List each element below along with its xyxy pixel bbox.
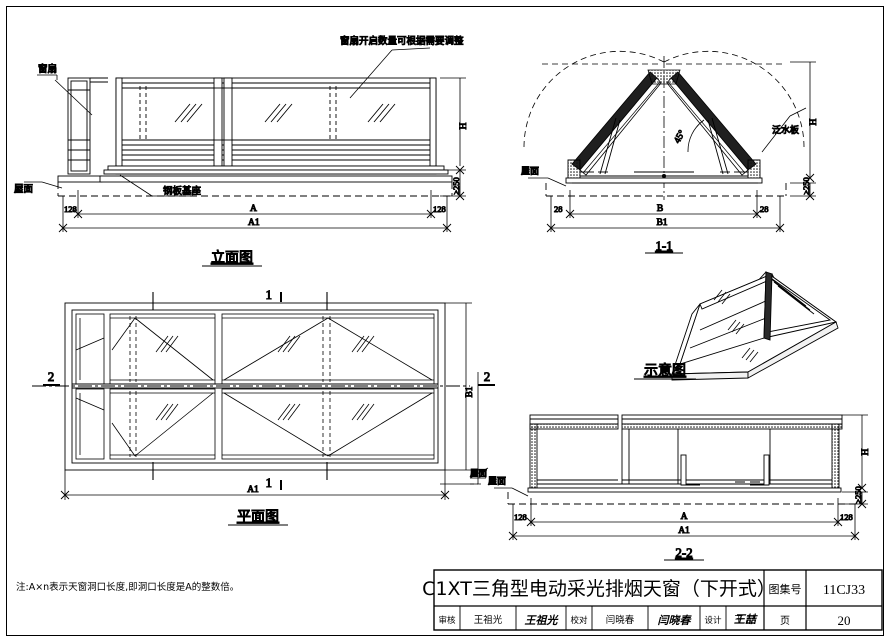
elevation-dim-a1: A1 [248, 218, 260, 228]
view-elevation: 窗扇开启数量可根据需要调整 窗扇 屋面 钢板基座 128 128 A A1 H … [14, 35, 470, 267]
plan-dim-a1: A1 [247, 485, 259, 495]
check-signature: 闫晓春 [658, 614, 693, 627]
section-curb [565, 159, 763, 184]
section-right-rafter [666, 71, 757, 176]
section-dimensions [546, 61, 816, 233]
elevation-label-sash: 窗扇 [38, 63, 57, 75]
elevation-dim-h: H [459, 122, 469, 129]
section-1-1-title: 1-1 [655, 238, 672, 253]
section-left-rafter [571, 71, 662, 176]
sheet-note: 注:A×n表示天窗洞口长度,即洞口长度是A的整数倍。 [16, 581, 239, 593]
plan-marker-1-bottom: 1 [266, 475, 273, 490]
elevation-leaders [24, 47, 431, 197]
elevation-steel-base [99, 165, 453, 183]
elevation-dim-left: 128 [64, 204, 77, 214]
elevation-title: 立面图 [211, 250, 253, 266]
section22-dim-250: ≥250 [853, 486, 863, 503]
section-label-flashing: 泛水板 [772, 124, 799, 136]
view-section-2-2: 屋面 128 128 A A1 H ≥250 2-2 [440, 372, 872, 561]
elevation-annotation-top: 窗扇开启数量可根据需要调整 [340, 35, 464, 47]
elevation-left-sash [67, 77, 108, 175]
section-dim-h: H [809, 118, 819, 125]
title-block [433, 569, 883, 631]
elevation-label-base: 钢板基座 [163, 185, 202, 197]
design-signature-mark: 王喆 [734, 612, 756, 626]
view-plan: 1 1 2 2 A1 B1 屋面 平面图 [32, 287, 495, 526]
elevation-left-base [57, 175, 103, 183]
plan-dim-b1: B1 [465, 386, 475, 397]
check-name: 闫晓春 [606, 614, 635, 626]
review-label: 审核 [438, 615, 456, 626]
section-ridge-cap [647, 69, 681, 85]
elevation-roof-line [57, 182, 453, 197]
section-dim-b: B [657, 204, 663, 214]
drawing-title: C1XT三角型电动采光排烟天窗（下开式） [422, 578, 776, 600]
elevation-dim-a: A [250, 204, 257, 214]
elevation-dim-right: 128 [433, 204, 446, 214]
section22-dim-a1: A1 [678, 526, 690, 536]
section-actuators [580, 117, 748, 179]
plan-title: 平面图 [237, 509, 279, 525]
section22-dim-right: 128 [840, 512, 853, 522]
plan-label-roof: 屋面 [470, 469, 488, 479]
check-label: 校对 [570, 615, 588, 626]
atlas-value: 11CJ33 [823, 583, 865, 598]
section-dim-right: 28 [760, 204, 769, 214]
elevation-label-roof: 屋面 [14, 184, 33, 195]
review-signature: 王祖光 [525, 614, 560, 627]
elevation-dimensions [58, 77, 466, 233]
review-name: 王祖光 [474, 614, 503, 626]
plan-marker-2-right: 2 [484, 369, 491, 384]
isometric-title: 示意图 [644, 362, 686, 379]
atlas-label: 图集号 [769, 582, 802, 596]
section22-label-roof: 屋面 [488, 476, 506, 487]
section-2-2-title: 2-2 [675, 545, 692, 560]
view-section-1-1: 屋面 泛水板 45° 28 28 B B1 H ≥250 1-1 [521, 50, 820, 254]
section22-dim-a: A [681, 512, 688, 522]
section-angle: 45° [672, 128, 688, 145]
sheet-border [6, 6, 884, 636]
plan-marker-2-left: 2 [48, 369, 55, 384]
section22-dim-left: 128 [514, 512, 527, 522]
section-dim-left: 28 [554, 204, 563, 214]
section22-dim-h: H [861, 448, 871, 455]
page-label: 页 [780, 615, 790, 627]
section-dim-b1: B1 [656, 218, 667, 228]
elevation-dim-250: ≥250 [451, 177, 461, 194]
section-dim-250: ≥250 [801, 177, 811, 194]
section-label-roof: 屋面 [521, 166, 539, 177]
plan-marker-1-top: 1 [266, 287, 273, 302]
design-label: 设计 [704, 615, 722, 626]
page-value: 20 [838, 613, 851, 628]
elevation-window-band [115, 77, 437, 175]
view-isometric: 示意图 [634, 271, 839, 381]
design-name: 王 喆 [734, 614, 757, 626]
